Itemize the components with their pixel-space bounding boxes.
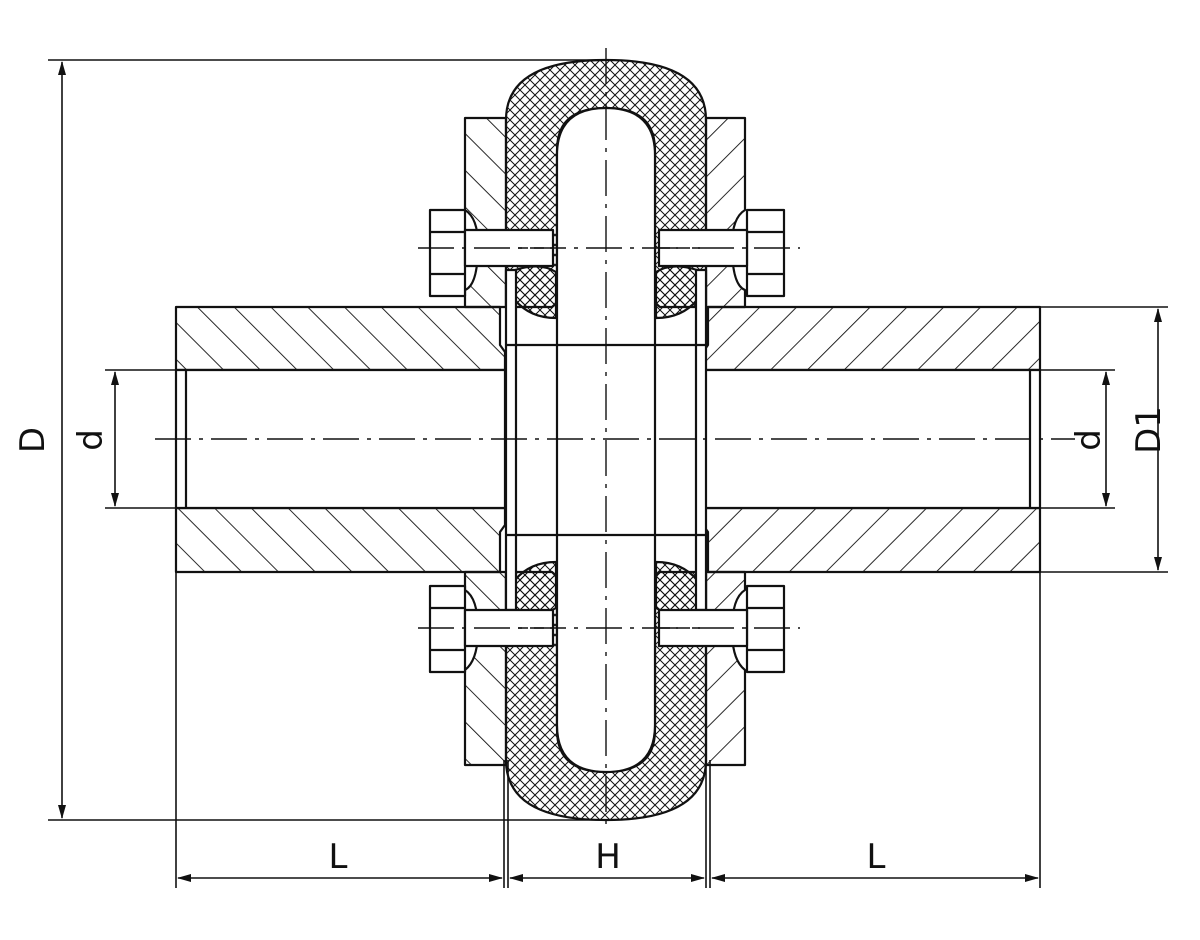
- right-hub-upper-section: [701, 305, 1042, 372]
- label-L-left: L: [329, 837, 348, 877]
- label-H: H: [595, 837, 621, 877]
- tyre-inner-lobe-upper-right: [654, 265, 699, 320]
- left-hub-lower-section: [174, 506, 507, 574]
- tyre-inner-lobe-upper-left: [513, 265, 558, 320]
- label-d-right: d: [1069, 429, 1109, 451]
- right-flange-lower: [704, 570, 747, 767]
- left-clamp-plate: [504, 268, 518, 612]
- tyre-inner-lobe-lower-left: [513, 560, 558, 615]
- right-hub-lower-section: [701, 506, 1042, 574]
- left-flange-lower: [463, 570, 508, 767]
- dimension-lines: [48, 59, 1168, 888]
- left-hub-upper-section: [174, 305, 507, 372]
- label-D: D: [13, 427, 53, 453]
- left-flange-upper: [463, 116, 508, 309]
- right-clamp-plate: [694, 268, 708, 612]
- label-d-left: d: [71, 429, 111, 451]
- label-L-right: L: [867, 837, 886, 877]
- label-D1: D1: [1129, 406, 1169, 454]
- right-flange-upper: [704, 116, 747, 309]
- center-lines: [155, 48, 1075, 828]
- tyre-inner-lobe-lower-right: [654, 560, 699, 615]
